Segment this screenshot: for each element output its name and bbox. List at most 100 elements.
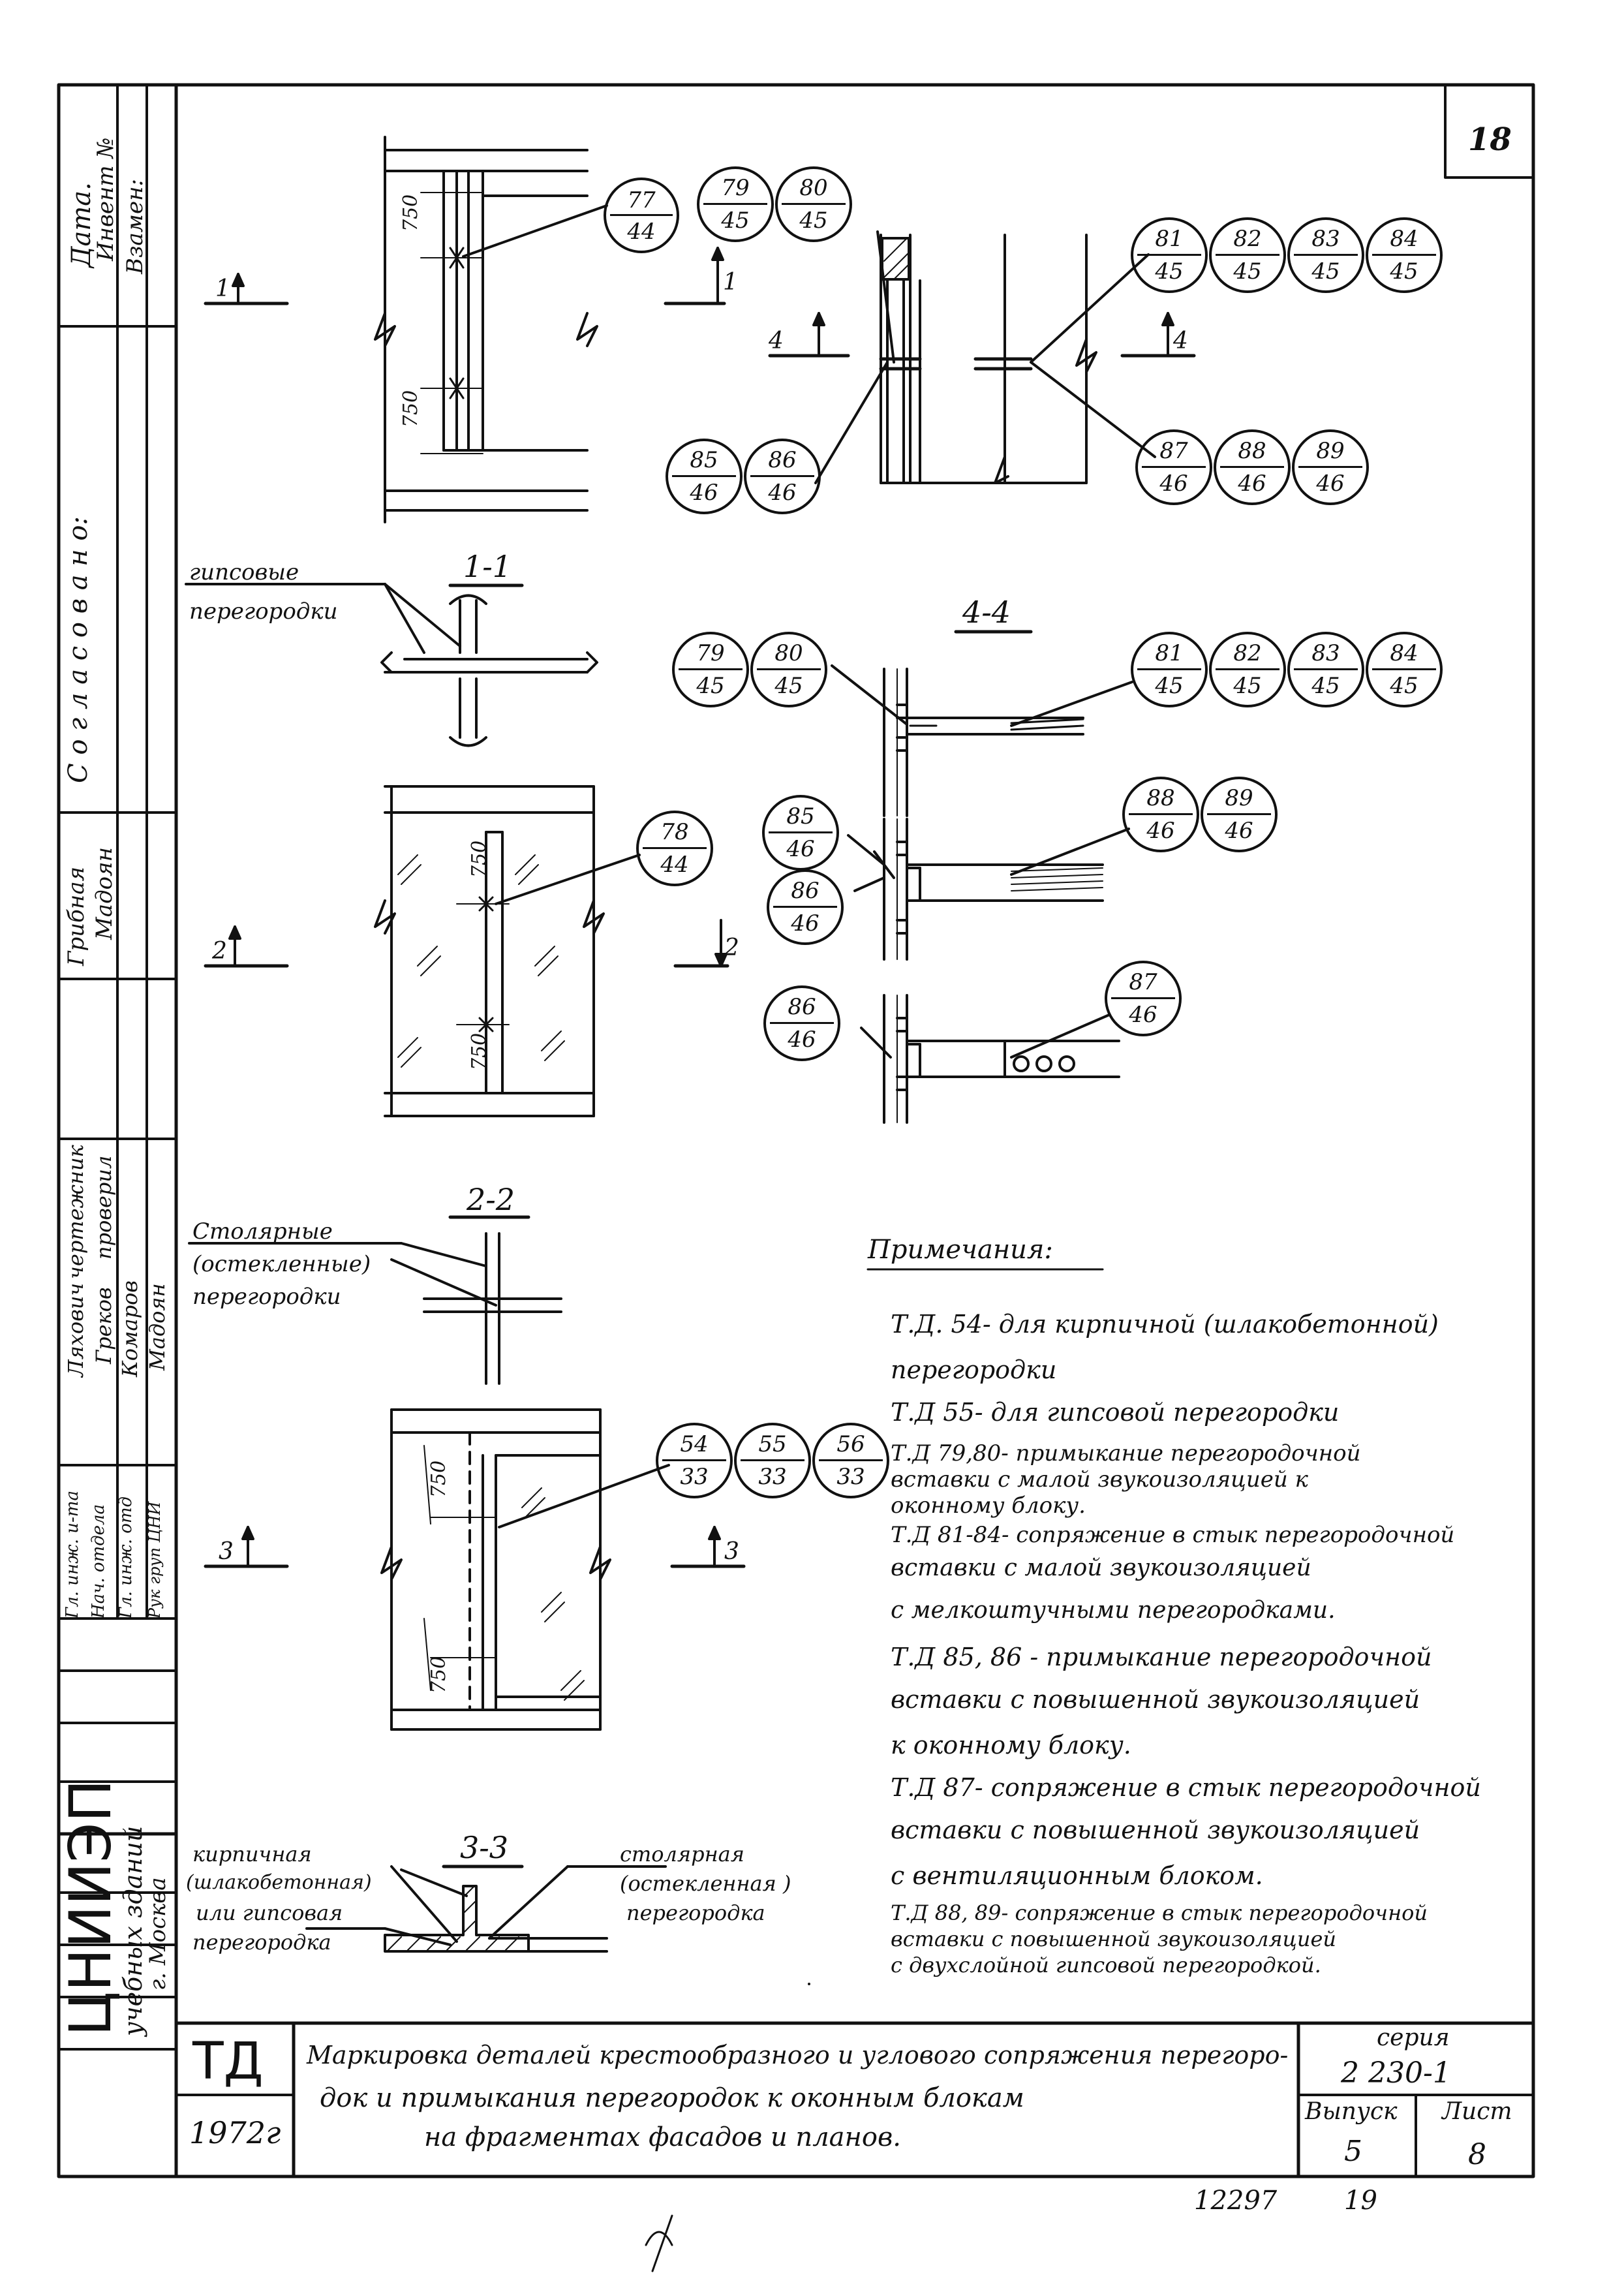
callout-82-top: 82 [1233,226,1262,252]
note-line: оконному блоку. [891,1493,1086,1519]
note-line: с мелкоштучными перегородками. [891,1597,1336,1624]
callout-54: 54 33 [656,1423,733,1498]
note-line: к оконному блоку. [891,1731,1131,1759]
label-joinery2-1: столярная [620,1842,744,1867]
callout-77-bottom: 44 [627,219,656,245]
org-subtitle: учебных зданий [119,1825,147,2036]
callout-80s-top: 80 [774,640,803,666]
callout-84-bottom: 45 [1390,258,1418,285]
callout-81-section: 81 45 [1131,632,1208,707]
callout-56: 56 33 [812,1423,889,1498]
callout-87s-bottom: 46 [1129,1002,1157,1028]
issue-label: Выпуск [1305,2098,1398,2125]
callout-89: 89 46 [1292,429,1369,505]
callout-55-top: 55 [758,1431,787,1457]
callout-80-top: 80 [799,175,828,201]
title-line-3: на фрагментах фасадов и планов. [424,2122,901,2152]
callout-55: 55 33 [734,1423,811,1498]
sheet-number: 18 [1468,121,1512,158]
sheet-value: 8 [1468,2138,1486,2171]
note-line: вставки с повышенной звукоизоляцией [891,1685,1420,1714]
callout-86-bottom: 46 [768,480,797,506]
callout-89s-bottom: 46 [1225,818,1253,844]
label-joinery-1: Столярные [192,1218,333,1245]
label-joinery2-3: перегородка [626,1900,765,1925]
strip-agreed-label: С о г л а с о в а н о: [63,516,93,783]
callout-78-bottom: 44 [660,852,689,878]
dim-750-c: 750 [468,840,491,878]
title-line-2: док и примыкания перегородок к оконным б… [320,2083,1024,2113]
note-line: с двухслойной гипсовой перегородкой. [891,1953,1321,1977]
callout-80: 80 45 [775,166,852,242]
section-mark-1-right: 1 [723,269,738,296]
label-brick-2: (шлакобетонная) [186,1871,372,1894]
callout-79s-top: 79 [696,640,725,666]
strip-position-3: Гл. инж. отд [116,1496,136,1619]
callout-79-section: 79 45 [672,632,749,707]
note-line: вставки с малой звукоизоляцией [891,1555,1311,1581]
note-line: Т.Д 55- для гипсовой перегородки [891,1398,1340,1427]
strip-name-2: Греков [91,1287,116,1364]
callout-87-section: 87 46 [1105,961,1182,1036]
callout-89-section: 89 46 [1201,777,1278,852]
callout-55-bottom: 33 [758,1464,787,1490]
callout-84-top: 84 [1390,226,1418,252]
callout-83s-bottom: 45 [1311,673,1340,699]
section-mark-3-right: 3 [724,1538,739,1565]
section-mark-4-right: 4 [1173,328,1188,354]
note-line: вставки с повышенной звукоизоляцией [891,1816,1420,1844]
note-line: Т.Д 85, 86 - примыкание перегородочной [891,1643,1432,1671]
title-line-1: Маркировка деталей крестообразного и угл… [307,2041,1289,2069]
callout-82: 82 45 [1209,217,1286,293]
callout-79s-bottom: 45 [696,673,725,699]
callout-83-section: 83 45 [1287,632,1364,707]
series-value: 2 230-1 [1341,2056,1451,2090]
callout-85s-bottom: 46 [786,836,815,862]
dim-750-f: 750 [427,1656,450,1694]
callout-89s-top: 89 [1225,785,1253,811]
note-line: перегородки [891,1355,1057,1384]
callout-86: 86 46 [744,439,821,514]
callout-81-top: 81 [1155,226,1184,252]
section-title-4-4: 4-4 [962,595,1011,630]
title-block-year: 1972г [189,2115,281,2150]
section-mark-2-right: 2 [724,935,739,961]
callout-87: 87 46 [1135,429,1212,505]
label-joinery-2: (остекленные) [192,1251,371,1277]
label-brick-1: кирпичная [192,1842,312,1867]
callout-88: 88 46 [1214,429,1291,505]
label-joinery2-2: (остекленная ) [620,1871,791,1896]
footer-code: 12297 [1194,2186,1278,2216]
callout-87-bottom: 46 [1159,471,1188,497]
callout-86-section: 86 46 [767,869,844,945]
callout-81s-bottom: 45 [1155,673,1184,699]
callout-81s-top: 81 [1155,640,1184,666]
title-block-code: ТД [192,2032,264,2091]
callout-87s-top: 87 [1129,969,1157,995]
callout-89-top: 89 [1316,438,1345,464]
dim-750-b: 750 [399,390,422,427]
callout-82-bottom: 45 [1233,258,1262,285]
callout-85-top: 85 [690,447,718,473]
callout-86-top: 86 [768,447,797,473]
section-mark-1-left: 1 [215,275,230,302]
callout-80-bottom: 45 [799,208,828,234]
strip-name-4: Мадоян [145,1283,170,1371]
callout-84s-top: 84 [1390,640,1418,666]
callout-77: 77 44 [604,178,679,253]
note-line: Т.Д 81-84- сопряжение в стык перегородоч… [891,1522,1455,1548]
strip-approval-name: Мадоян [91,846,117,940]
callout-54-bottom: 33 [680,1464,709,1490]
issue-value: 5 [1344,2135,1362,2168]
callout-86s-bottom: 46 [791,910,820,937]
notes-title: Примечания: [868,1235,1053,1265]
callout-82-section: 82 45 [1209,632,1286,707]
callout-85-bottom: 46 [690,480,718,506]
callout-83s-top: 83 [1311,640,1340,666]
strip-replaces-label: Взамен: [122,179,148,274]
callout-84-section: 84 45 [1366,632,1443,707]
callout-77-top: 77 [627,187,656,213]
strip-position-2: Нач. отдела [89,1504,108,1619]
